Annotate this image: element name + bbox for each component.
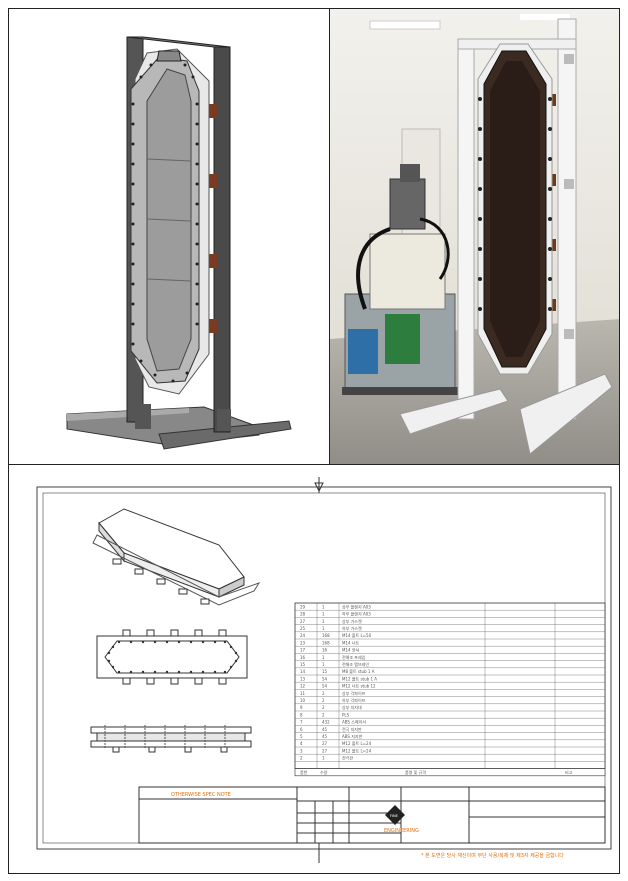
part-no: 17 <box>300 648 306 653</box>
part-desc: 하부 가스켓 <box>342 625 362 631</box>
part-qty: 2 <box>322 712 325 717</box>
part-no: 2 <box>300 756 303 761</box>
part-no: 4 <box>300 741 303 746</box>
parts-header: 비고 <box>565 769 573 775</box>
3d-render-drawing <box>66 36 292 450</box>
part-desc: M12 볼트 L=24 <box>342 747 372 753</box>
front-view <box>96 629 248 685</box>
part-no: 15 <box>300 662 306 667</box>
part-no: 9 <box>300 705 303 710</box>
lab-photo <box>330 9 619 464</box>
part-no: 29 <box>300 604 306 609</box>
part-desc: 전극 지지판 <box>342 726 362 732</box>
part-desc: 전극판 <box>342 755 353 761</box>
part-qty: 45 <box>322 727 328 732</box>
part-qty: 27 <box>322 741 328 746</box>
part-desc: M12 너트 stub 12 <box>342 683 376 689</box>
part-desc: 전해조 프레임 <box>342 654 366 660</box>
part-qty: 2 <box>322 691 325 696</box>
part-qty: 1 <box>322 604 325 609</box>
parts-header: 수량 <box>320 769 328 775</box>
part-no: 14 <box>300 669 306 674</box>
part-qty: 45 <box>322 734 328 739</box>
part-desc: 상부 각파이프 <box>342 690 366 696</box>
part-qty: 54 <box>322 676 328 681</box>
part-no: 25 <box>300 626 306 631</box>
part-desc: M14 너트 <box>342 639 359 645</box>
part-no: 3 <box>300 748 303 753</box>
part-no: 5 <box>300 734 303 739</box>
part-qty: 2 <box>322 705 325 710</box>
logo-text: FINE <box>390 814 398 818</box>
part-no: 12 <box>300 684 306 689</box>
side-view <box>90 725 252 753</box>
part-qty: 54 <box>322 684 328 689</box>
part-no: 11 <box>300 691 306 696</box>
part-desc: M8 볼트 stub 1 A <box>342 668 375 674</box>
part-qty: 1 <box>322 655 325 660</box>
company-logo <box>385 805 405 825</box>
iso-view <box>92 508 261 606</box>
part-desc: 상부 지지대 <box>342 704 362 710</box>
part-qty: 1 <box>322 612 325 617</box>
title-block: OTHERWISE SPEC NOTE FINE ENGINEERING <box>138 786 606 844</box>
parts-header: 품번 <box>300 769 308 775</box>
part-no: 8 <box>300 712 303 717</box>
parts-header: 품명 및 규격 <box>405 769 426 775</box>
footer-note: * 본 도면은 당사 재산이며 무단 사용/복제 및 제3자 제공을 금합니다 <box>421 852 564 859</box>
part-qty: 16 <box>322 648 328 653</box>
3d-render-panel <box>8 8 330 465</box>
part-desc: PLS <box>342 712 350 717</box>
part-qty: 15 <box>322 669 328 674</box>
part-desc: 상부 플랜지 A03 <box>342 603 371 609</box>
part-desc: M12 볼트 stub 1 A <box>342 675 377 681</box>
part-no: 16 <box>300 655 306 660</box>
part-qty: 27 <box>322 748 328 753</box>
company-sub: ENGINEERING <box>384 828 419 834</box>
part-qty: 1 <box>322 619 325 624</box>
part-desc: M14 볼트 L=50 <box>342 632 372 638</box>
part-no: 23 <box>300 640 306 645</box>
part-qty: 2 <box>322 698 325 703</box>
part-desc: 하부 각파이프 <box>342 697 366 703</box>
part-desc: ABS 지지판 <box>342 733 363 739</box>
part-desc: 하부 플랜지 A03 <box>342 611 371 617</box>
part-desc: 상부 가스켓 <box>342 618 362 624</box>
part-qty: 1 <box>322 756 325 761</box>
part-desc: M12 볼트 L=24 <box>342 740 372 746</box>
part-qty: 168 <box>322 633 330 638</box>
part-desc: M14 와셔 <box>342 647 359 653</box>
part-no: 27 <box>300 619 306 624</box>
part-no: 13 <box>300 676 306 681</box>
part-desc: ABS 스페이서 <box>342 719 366 725</box>
part-qty: 1 <box>322 662 325 667</box>
part-qty: 168 <box>322 640 330 645</box>
part-no: 7 <box>300 720 303 725</box>
part-desc: 전해조 멤브레인 <box>342 661 369 667</box>
part-no: 28 <box>300 612 306 617</box>
part-no: 24 <box>300 633 306 638</box>
part-qty: 1 <box>322 626 325 631</box>
part-no: 6 <box>300 727 303 732</box>
note-label: OTHERWISE SPEC NOTE <box>171 792 231 798</box>
part-qty: 432 <box>322 720 330 725</box>
photo-panel <box>329 8 620 465</box>
part-no: 10 <box>300 698 306 703</box>
